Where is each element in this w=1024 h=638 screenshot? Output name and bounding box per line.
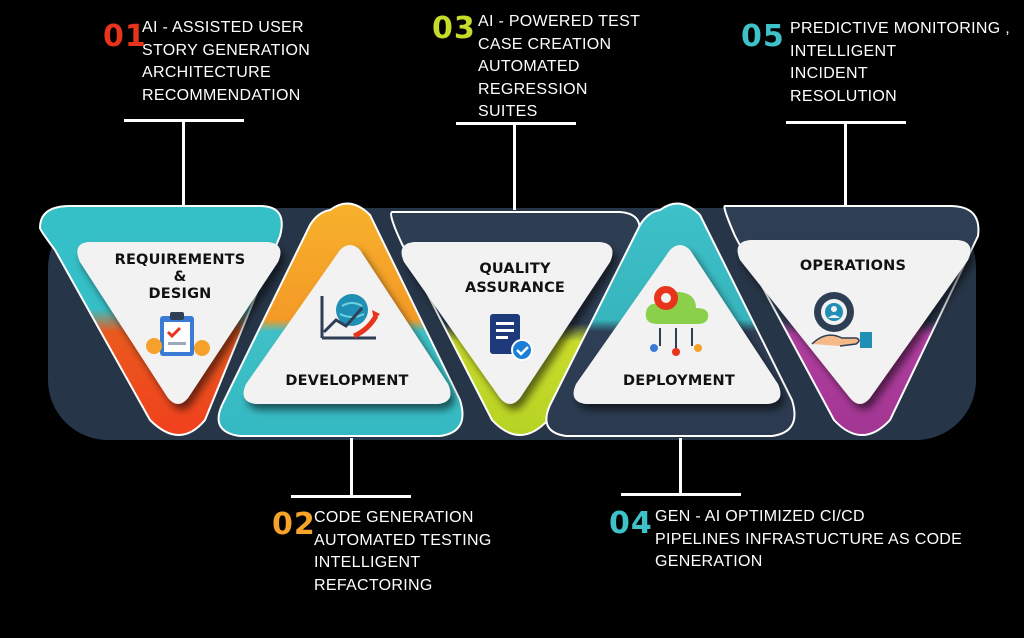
callout-5-line: RESOLUTION [790,87,898,105]
stage-1-title: REQUIREMENTS & DESIGN [114,252,246,302]
callout-1-line: RECOMMENDATION [142,86,301,104]
stage-5-panel [737,240,971,404]
callout-1-text: AI - ASSISTED USER STORY GENERATION ARCH… [142,17,310,107]
callout-3-line: SUITES [478,103,538,120]
stage-3-title: QUALITY ASSURANCE [464,261,566,296]
callout-1-number: 01 [103,19,147,54]
callout-3-line: REGRESSION [478,80,588,98]
stage-1-label: REQUIREMENTS & DESIGN [105,252,255,303]
cloud-gear-network-icon [645,286,709,356]
callout-3-connector [513,122,516,210]
callout-2-line: REFACTORING [314,576,433,594]
callout-4-line: GENERATION [655,553,763,570]
callout-5-line: INCIDENT [790,65,868,82]
callout-3-line: CASE CREATION [478,35,612,53]
stage-5-label: OPERATIONS [778,258,928,275]
callout-2-number: 02 [272,507,316,542]
stage-2-label: DEVELOPMENT [272,373,422,390]
callout-3-text: AI - POWERED TEST CASE CREATION AUTOMATE… [478,11,640,124]
callout-3-line: AI - POWERED TEST [478,13,641,30]
stage-2-title: DEVELOPMENT [285,373,409,389]
callout-4-text: GEN - AI OPTIMIZED CI/CD PIPELINES INFRA… [655,506,962,574]
callout-1-line: ARCHITECTURE [142,64,271,81]
callout-5-number: 05 [741,19,785,54]
document-check-icon [490,314,533,361]
callout-4-line: PIPELINES INFRASTUCTURE AS CODE [655,530,963,548]
stage-4-title: DEPLOYMENT [623,373,735,389]
callout-5-text: PREDICTIVE MONITORING , INTELLIGENT INCI… [790,18,1010,108]
gear-hand-icon [811,292,872,348]
callout-4-line: GEN - AI OPTIMIZED CI/CD [655,508,865,525]
callout-3-line: AUTOMATED [478,58,580,75]
callout-2-connector [350,438,353,496]
callout-3-number: 03 [432,11,476,46]
callout-5-line: PREDICTIVE MONITORING , [790,20,1010,37]
callout-2-text: CODE GENERATION AUTOMATED TESTING INTELL… [314,507,492,597]
callout-4-connector [679,438,682,494]
clipboard-checklist-icon [146,312,210,356]
callout-1-connector [182,119,185,205]
callout-2-overline [291,495,411,498]
stage-4-label: DEPLOYMENT [604,373,754,390]
callout-2-line: INTELLIGENT [314,554,421,571]
callout-4-overline [621,493,741,496]
callout-2-line: CODE GENERATION [314,509,474,526]
callout-1-line: STORY GENERATION [142,41,311,59]
callout-5-line: INTELLIGENT [790,42,897,60]
callout-5-connector [844,121,847,205]
callout-3-underline [456,122,576,125]
growth-chart-icon [320,294,380,340]
callout-1-line: AI - ASSISTED USER [142,19,304,36]
stage-3-label: QUALITY ASSURANCE [440,260,590,298]
stage-5-title: OPERATIONS [799,258,907,274]
callout-4-number: 04 [609,506,653,541]
callout-2-line: AUTOMATED TESTING [314,531,492,549]
stage-4-panel [573,245,781,404]
